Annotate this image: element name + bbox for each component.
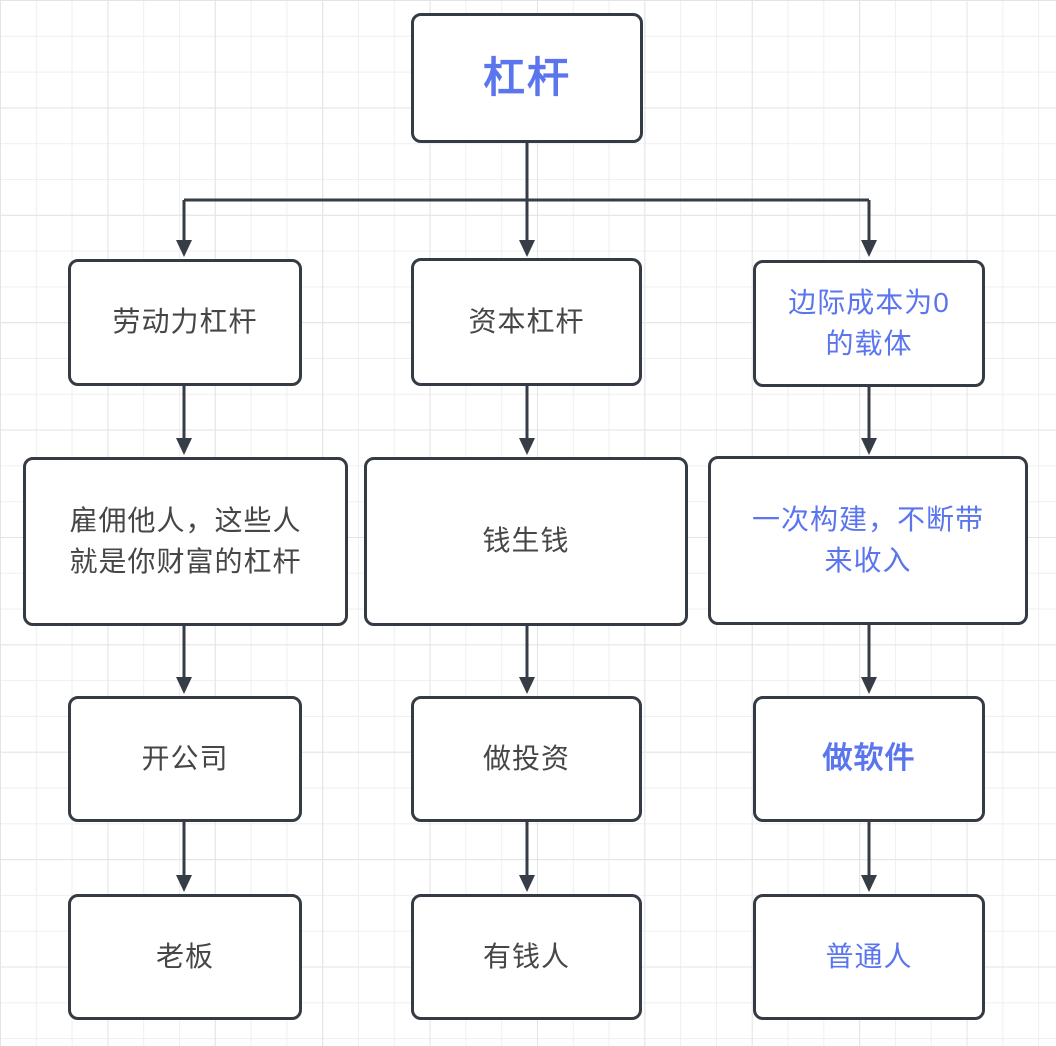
node-hire-people[interactable]: 雇佣他人，这些人 就是你财富的杠杆	[23, 457, 348, 626]
node-ordinary-label: 普通人	[825, 940, 913, 972]
node-labor-leverage[interactable]: 劳动力杠杆	[68, 259, 302, 386]
node-ordinary-person[interactable]: 普通人	[753, 894, 985, 1020]
node-invest-label: 做投资	[482, 742, 570, 774]
arrowhead	[176, 240, 192, 257]
arrowhead	[861, 240, 877, 257]
node-labor-label: 劳动力杠杆	[112, 306, 258, 338]
node-do-investing[interactable]: 做投资	[411, 696, 642, 822]
arrowhead	[861, 875, 877, 892]
arrowhead	[519, 875, 535, 892]
node-company-label: 开公司	[141, 742, 229, 774]
arrowhead	[176, 677, 192, 694]
node-build-label: 一次构建，不断带 来收入	[751, 503, 984, 576]
node-media-label: 边际成本为0 的载体	[788, 286, 950, 359]
node-capital-leverage[interactable]: 资本杠杆	[411, 258, 642, 386]
node-hire-label: 雇佣他人，这些人 就是你财富的杠杆	[69, 504, 302, 577]
arrowhead	[176, 875, 192, 892]
node-money-makes-money[interactable]: 钱生钱	[364, 457, 688, 626]
node-money-label: 钱生钱	[482, 525, 570, 557]
node-software-label: 做软件	[822, 742, 916, 776]
arrowhead	[519, 240, 535, 257]
node-root-label: 杠杆	[482, 53, 571, 101]
node-capital-label: 资本杠杆	[468, 305, 585, 337]
node-root[interactable]: 杠杆	[411, 13, 643, 143]
node-rich-label: 有钱人	[482, 940, 570, 972]
arrowhead	[519, 677, 535, 694]
node-zero-marginal-cost-media[interactable]: 边际成本为0 的载体	[753, 260, 985, 387]
node-rich-person[interactable]: 有钱人	[411, 894, 642, 1020]
node-start-company[interactable]: 开公司	[68, 696, 302, 822]
node-make-software[interactable]: 做软件	[753, 696, 985, 822]
arrowhead	[861, 438, 877, 455]
node-boss[interactable]: 老板	[68, 894, 302, 1020]
arrowhead	[176, 438, 192, 455]
node-build-once[interactable]: 一次构建，不断带 来收入	[708, 456, 1028, 625]
node-boss-label: 老板	[155, 940, 214, 972]
arrowhead	[861, 677, 877, 694]
arrowhead	[519, 438, 535, 455]
